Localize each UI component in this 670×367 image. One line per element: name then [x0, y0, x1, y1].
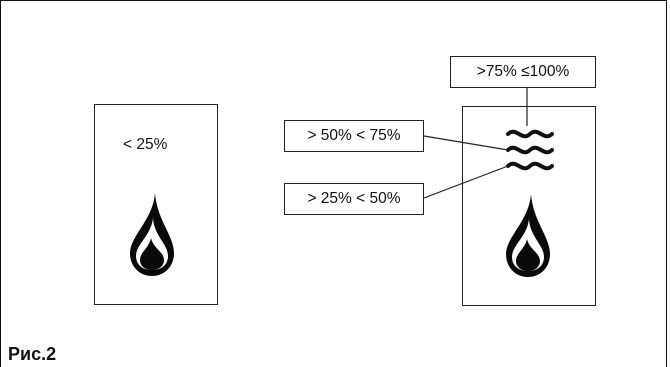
- figure-caption: Рис.2: [8, 344, 57, 364]
- level-label-middle: > 50% < 75%: [284, 120, 424, 152]
- flame-icon: [130, 193, 174, 276]
- level-label-top: >75% ≤100%: [450, 56, 596, 88]
- flame-icon: [506, 194, 550, 277]
- heat-waves-icon: [506, 129, 554, 171]
- level-label-low: < 25%: [123, 136, 168, 153]
- level-label-bottom: > 25% < 50%: [284, 183, 424, 215]
